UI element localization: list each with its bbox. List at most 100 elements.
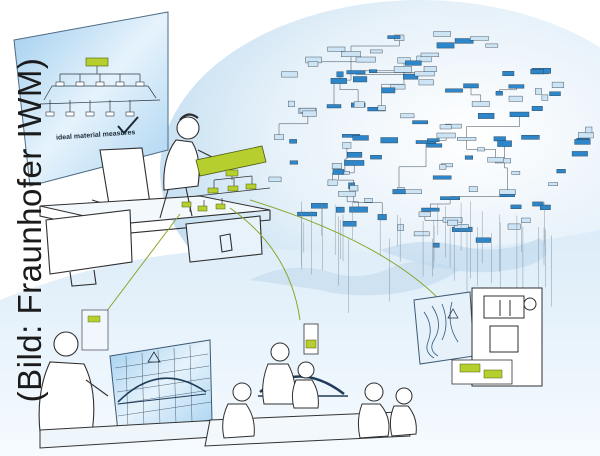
network-node [436, 42, 455, 49]
bridge-arch [117, 377, 207, 403]
network-node [349, 185, 359, 192]
network-node [432, 242, 440, 248]
network-node [433, 31, 451, 37]
network-node [531, 106, 543, 111]
network-node [397, 57, 411, 64]
network-node [397, 224, 404, 231]
network-node [585, 126, 593, 134]
network-node [370, 49, 383, 54]
network-node [421, 207, 440, 212]
network-node [307, 61, 319, 67]
network-node [390, 84, 406, 90]
network-node [364, 197, 373, 203]
network-node [475, 237, 492, 243]
network-node [439, 124, 452, 130]
engineer-monitor-scene [38, 309, 231, 449]
network-node [510, 204, 522, 209]
network-node [393, 66, 412, 73]
network-node [502, 71, 515, 77]
network-node [377, 105, 386, 111]
network-link [350, 37, 400, 55]
network-node [353, 76, 368, 83]
network-node [508, 84, 525, 89]
network-node [495, 91, 503, 96]
network-node [493, 136, 506, 142]
network-node [405, 60, 422, 66]
network-node [380, 137, 398, 144]
network-node [541, 94, 549, 101]
network-node [540, 204, 551, 211]
network-node [420, 52, 439, 57]
network-node [436, 132, 456, 139]
network-node [454, 223, 469, 229]
network-node [387, 35, 401, 39]
network-node [346, 70, 366, 75]
network-node [336, 206, 345, 213]
network-link [346, 193, 359, 210]
network-node [302, 110, 317, 117]
network-node [445, 88, 463, 93]
network-node [556, 169, 566, 174]
network-node [471, 101, 490, 107]
network-node [274, 134, 285, 140]
network-node [532, 201, 544, 207]
network-link [504, 143, 508, 193]
network-node [289, 139, 297, 144]
network-node [521, 217, 531, 224]
network-node [551, 81, 564, 88]
network-node [521, 134, 540, 140]
network-node [427, 138, 440, 143]
network-node [327, 179, 338, 186]
network-node [338, 191, 356, 197]
network-node [341, 51, 362, 57]
network-node [326, 104, 342, 109]
network-node [349, 206, 368, 213]
network-node [377, 214, 387, 221]
microstructure-screen [413, 291, 475, 365]
network-node [332, 169, 345, 175]
network-node [535, 88, 542, 95]
network-node [457, 136, 477, 141]
network-node [418, 211, 431, 217]
photo-credit: (Bild: Fraunhofer IWM) [11, 57, 48, 403]
network-node [331, 162, 342, 169]
network-node [336, 71, 344, 78]
network-node [342, 220, 357, 227]
network-node [330, 78, 347, 84]
network-node [468, 186, 478, 193]
network-node [403, 73, 419, 80]
network-node [369, 69, 378, 73]
network-node [392, 189, 406, 195]
network-node [464, 155, 474, 160]
network-link [278, 110, 309, 138]
network-node [497, 140, 512, 147]
network-node [353, 101, 365, 108]
network-node [426, 143, 443, 148]
continent-shape [250, 261, 460, 296]
presentation-screen [13, 11, 169, 187]
network-node [347, 151, 363, 158]
network-link [398, 142, 427, 192]
network-node [439, 164, 447, 170]
network-node [344, 160, 365, 166]
floating-tree-diagram [181, 145, 271, 212]
network-link [430, 198, 451, 210]
network-node [414, 71, 435, 77]
warning-icon [147, 351, 161, 363]
network-node [463, 83, 479, 89]
network-node [511, 171, 521, 175]
network-node [400, 113, 415, 119]
network-node [297, 211, 317, 217]
network-node [370, 154, 382, 160]
network-node [418, 79, 434, 86]
testing-machine-scene [413, 287, 543, 387]
network-node [281, 71, 298, 78]
network-node [289, 160, 298, 165]
network-node [487, 157, 504, 163]
network-node [432, 175, 452, 180]
network-node [508, 95, 523, 102]
network-node [499, 189, 516, 195]
network-node [470, 36, 489, 41]
